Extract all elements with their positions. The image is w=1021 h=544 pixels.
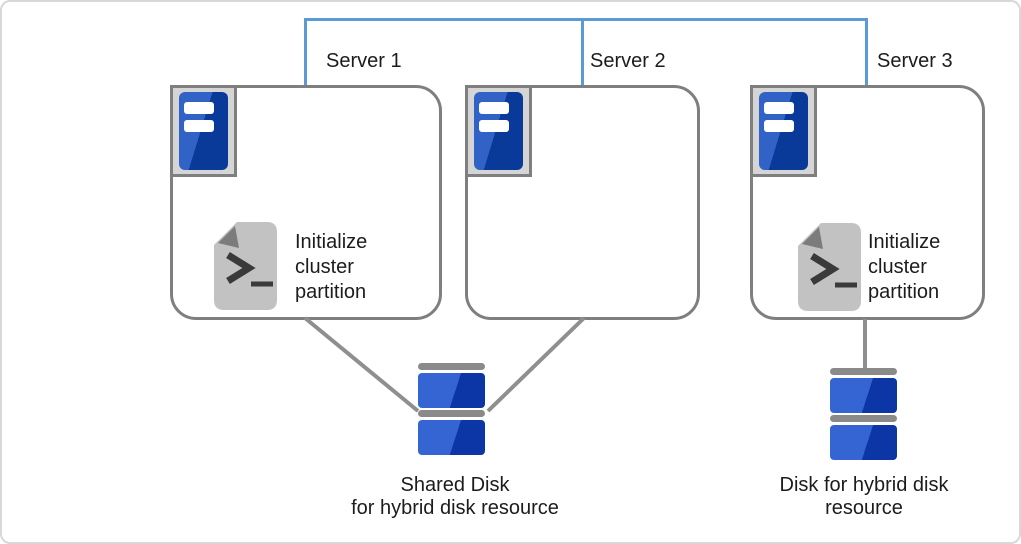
disk-label-line: resource bbox=[825, 497, 903, 519]
disk-cap bbox=[830, 368, 897, 375]
script-doc-fold bbox=[218, 226, 239, 248]
server2-server-icon bbox=[465, 85, 532, 177]
server3-label: Server 3 bbox=[877, 50, 953, 72]
server-icon-body bbox=[474, 92, 523, 170]
disk-label-line: for hybrid disk resource bbox=[351, 497, 559, 519]
script-label-line: partition bbox=[295, 281, 367, 303]
script-file-icon bbox=[214, 222, 277, 310]
script-label-line: Initialize bbox=[868, 231, 941, 253]
server-icon-body bbox=[179, 92, 228, 170]
server3-script-label: Initialize cluster partition bbox=[868, 230, 940, 305]
disk-cap bbox=[418, 363, 485, 370]
hybrid-disk-label: Disk for hybrid disk resource bbox=[724, 474, 1004, 520]
disk-label-line: Shared Disk bbox=[400, 474, 510, 496]
server-icon-drive-bay-2 bbox=[764, 120, 794, 132]
server-icon-drive-bay-2 bbox=[479, 120, 509, 132]
server1-server-icon bbox=[170, 85, 237, 177]
server-icon-drive-bay-1 bbox=[764, 102, 794, 114]
network-connector-drop-server1 bbox=[304, 18, 307, 85]
server-icon-drive-bay-1 bbox=[184, 102, 214, 114]
disk-platter bbox=[418, 373, 485, 408]
network-connector-drop-server2 bbox=[581, 18, 584, 85]
shared-disk-label: Shared Disk for hybrid disk resource bbox=[315, 474, 595, 520]
server2-label: Server 2 bbox=[590, 50, 666, 72]
network-connector-drop-server3 bbox=[865, 18, 868, 85]
disk-label-line: Disk for hybrid disk bbox=[779, 474, 949, 496]
script-label-line: Initialize bbox=[295, 231, 368, 253]
script-prompt-glyph bbox=[226, 252, 256, 284]
server2-to-shared-disk-line bbox=[486, 316, 586, 413]
disk-cap bbox=[830, 415, 897, 422]
server3-server-icon bbox=[750, 85, 817, 177]
script-label-line: cluster bbox=[295, 256, 354, 278]
hybrid-disk-icon bbox=[830, 368, 897, 462]
disk-platter bbox=[830, 425, 897, 460]
disk-platter bbox=[418, 420, 485, 455]
shared-disk-icon bbox=[418, 363, 485, 457]
server1-label: Server 1 bbox=[326, 50, 402, 72]
network-connector-horizontal-line bbox=[304, 18, 868, 21]
server-icon-drive-bay-1 bbox=[479, 102, 509, 114]
script-doc-fold bbox=[802, 227, 823, 249]
disk-platter bbox=[830, 378, 897, 413]
script-file-icon bbox=[798, 223, 861, 311]
script-label-line: partition bbox=[868, 281, 940, 303]
server1-to-shared-disk-line bbox=[303, 316, 420, 413]
server1-script-label: Initialize cluster partition bbox=[295, 230, 367, 305]
disk-cap bbox=[418, 410, 485, 417]
server-icon-body bbox=[759, 92, 808, 170]
script-prompt-glyph bbox=[810, 253, 840, 285]
server-icon-drive-bay-2 bbox=[184, 120, 214, 132]
script-label-line: cluster bbox=[868, 256, 927, 278]
